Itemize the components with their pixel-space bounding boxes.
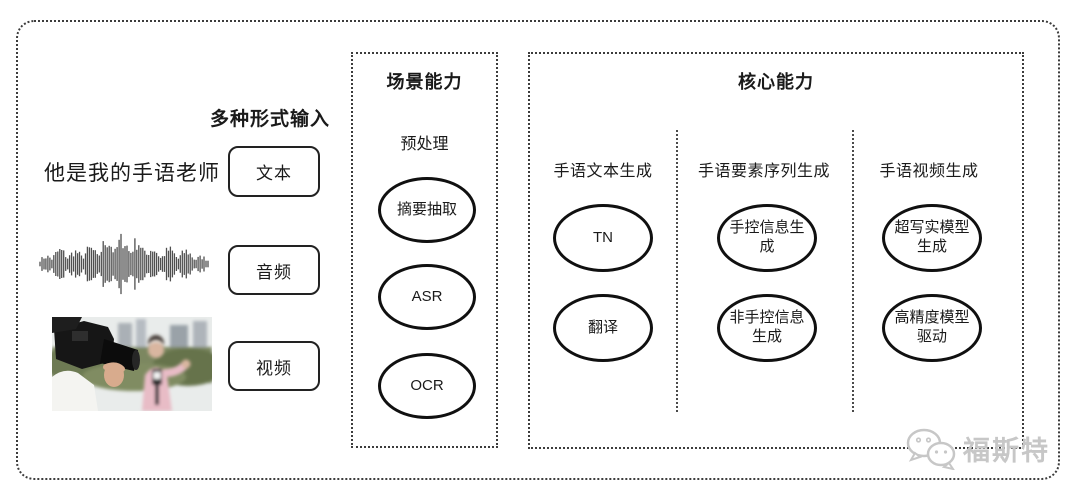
- node-tn: TN: [553, 204, 653, 272]
- column-header-sl-text-generation: 手语文本生成: [553, 163, 653, 180]
- input-box-video-label: 视频: [256, 358, 292, 378]
- column-header-sl-video-generation: 手语视频生成: [879, 163, 979, 180]
- scene-panel-title: 场景能力: [386, 72, 463, 92]
- video-thumbnail: [52, 317, 212, 411]
- core-capability-panel: 核心能力 手语文本生成 TN 翻译 手语要素序列生成 手控信息生成 非手控信息生…: [528, 52, 1024, 449]
- wechat-logo-icon: [903, 426, 959, 470]
- node-hyperrealistic-model-generation: 超写实模型生成: [882, 204, 982, 272]
- preprocess-label: 预处理: [400, 136, 449, 153]
- input-box-video: 视频: [228, 341, 320, 391]
- input-section-label: 多种形式输入: [209, 109, 330, 130]
- node-ocr: OCR: [378, 353, 476, 419]
- watermark: 福斯特: [903, 426, 1050, 470]
- core-column-divider-1: [676, 130, 678, 412]
- scene-capability-panel: 场景能力 预处理 摘要抽取 ASR OCR: [351, 52, 498, 448]
- input-box-text-label: 文本: [256, 164, 292, 183]
- waveform-icon: [38, 228, 210, 300]
- node-manual-info-generation: 手控信息生成: [717, 204, 817, 272]
- node-translation: 翻译: [553, 294, 653, 362]
- node-asr: ASR: [378, 264, 476, 330]
- watermark-text: 福斯特: [963, 435, 1050, 466]
- node-summary-extraction: 摘要抽取: [378, 177, 476, 243]
- column-header-sl-element-sequence-generation: 手语要素序列生成: [697, 163, 830, 180]
- core-column-divider-2: [852, 130, 854, 412]
- core-panel-title: 核心能力: [738, 72, 814, 92]
- input-box-text: 文本: [228, 146, 320, 197]
- input-box-audio: 音频: [228, 245, 320, 295]
- input-box-audio-label: 音频: [256, 262, 292, 282]
- example-sentence-text: 他是我的手语老师: [44, 162, 220, 185]
- node-non-manual-info-generation: 非手控信息生成: [717, 294, 817, 362]
- node-high-precision-model-driving: 高精度模型驱动: [882, 294, 982, 362]
